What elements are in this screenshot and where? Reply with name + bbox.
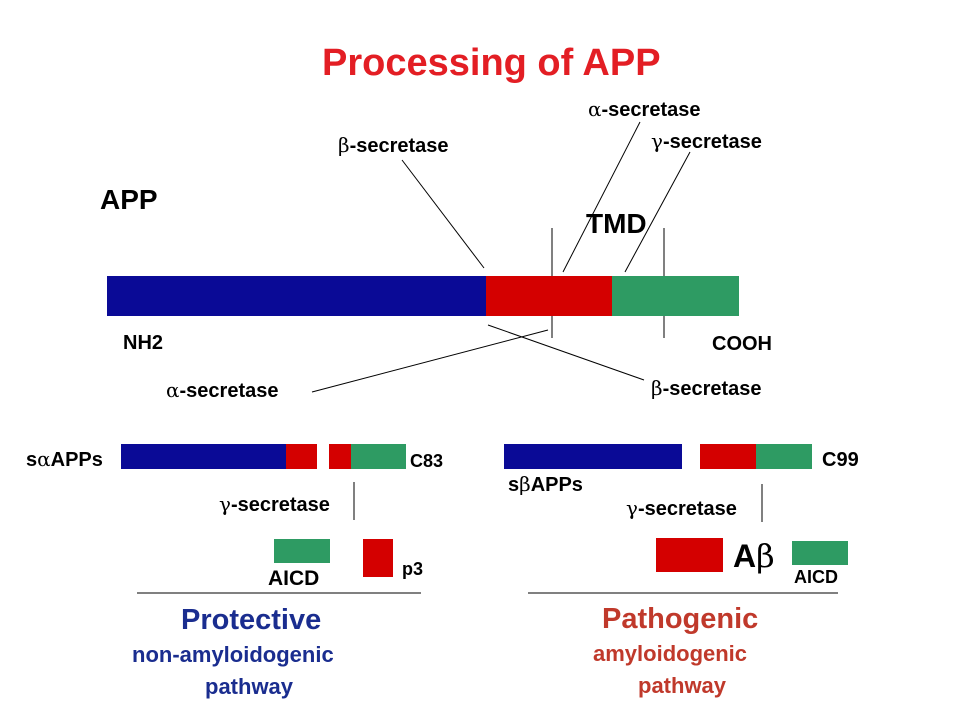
left-gamma-secretase-label: γ-secretase	[219, 494, 330, 515]
abeta-label: Aβ	[733, 540, 775, 572]
right-gamma-secretase-label: γ-secretase	[626, 498, 737, 519]
c99-red-segment	[700, 444, 756, 469]
beta-secretase-lower-pointer	[487, 324, 645, 381]
abeta-fragment	[656, 538, 723, 572]
beta-symbol: β	[756, 537, 775, 575]
alpha-symbol: α	[588, 97, 602, 121]
app-extracellular-domain	[107, 276, 486, 316]
secretase-text: -secretase	[230, 494, 330, 516]
gamma-secretase-upper-pointer	[624, 151, 691, 273]
c83-label: C83	[410, 451, 444, 471]
gamma-symbol: γ	[651, 129, 663, 153]
gamma-secretase-upper-label: γ-secretase	[651, 131, 762, 152]
beta-symbol: β	[519, 472, 531, 496]
s-alpha-apps-blue-segment	[121, 444, 286, 469]
secretase-text: -secretase	[349, 135, 449, 157]
alpha-secretase-lower-pointer	[311, 329, 549, 393]
beta-symbol: β	[651, 376, 663, 400]
alpha-secretase-upper-label: α-secretase	[588, 99, 700, 120]
app-intracellular-domain	[612, 276, 739, 316]
alpha-symbol: α	[166, 378, 180, 402]
c83-red-segment	[329, 444, 351, 469]
amyloidogenic-label: amyloidogenic	[593, 641, 748, 666]
s-beta-apps-bar	[504, 444, 682, 469]
secretase-text: -secretase	[662, 131, 762, 153]
secretase-text: -secretase	[179, 380, 279, 402]
app-label: APP	[100, 184, 158, 215]
cooh-label: COOH	[712, 333, 772, 355]
p3-label: p3	[402, 559, 424, 579]
right-pathway-label: pathway	[638, 673, 727, 698]
c99-green-segment	[756, 444, 812, 469]
c99-label: C99	[822, 449, 859, 471]
secretase-text: -secretase	[662, 378, 762, 400]
app-abeta-region	[486, 276, 612, 316]
page-title: Processing of APP	[322, 42, 661, 84]
alpha-secretase-upper-pointer	[562, 121, 641, 273]
c83-green-segment	[351, 444, 406, 469]
prefix: s	[508, 474, 520, 496]
suffix: APPs	[530, 474, 583, 496]
beta-secretase-upper-label: β-secretase	[338, 135, 449, 156]
s-alpha-apps-label: sαAPPs	[26, 449, 103, 470]
abeta-prefix: A	[733, 538, 757, 574]
aicd-left-label: AICD	[268, 567, 320, 590]
secretase-text: -secretase	[637, 498, 737, 520]
prefix: s	[26, 449, 38, 471]
gamma-symbol: γ	[219, 492, 231, 516]
aicd-right-fragment	[792, 541, 848, 565]
nh2-label: NH2	[123, 332, 164, 354]
p3-fragment	[363, 539, 393, 577]
suffix: APPs	[50, 449, 103, 471]
beta-secretase-upper-pointer	[401, 159, 485, 269]
pathogenic-heading: Pathogenic	[602, 603, 759, 635]
alpha-secretase-lower-label: α-secretase	[166, 380, 278, 401]
secretase-text: -secretase	[601, 99, 701, 121]
beta-symbol: β	[338, 133, 350, 157]
non-amyloidogenic-label: non-amyloidogenic	[132, 642, 334, 667]
s-alpha-apps-red-segment	[286, 444, 317, 469]
tmd-label: TMD	[586, 208, 647, 239]
aicd-left-fragment	[274, 539, 330, 563]
gamma-symbol: γ	[626, 496, 638, 520]
aicd-right-label: AICD	[794, 567, 838, 587]
alpha-symbol: α	[37, 447, 51, 471]
protective-heading: Protective	[181, 604, 322, 636]
left-pathway-label: pathway	[205, 674, 294, 699]
beta-secretase-lower-label: β-secretase	[651, 378, 762, 399]
s-beta-apps-label: sβAPPs	[508, 474, 583, 495]
